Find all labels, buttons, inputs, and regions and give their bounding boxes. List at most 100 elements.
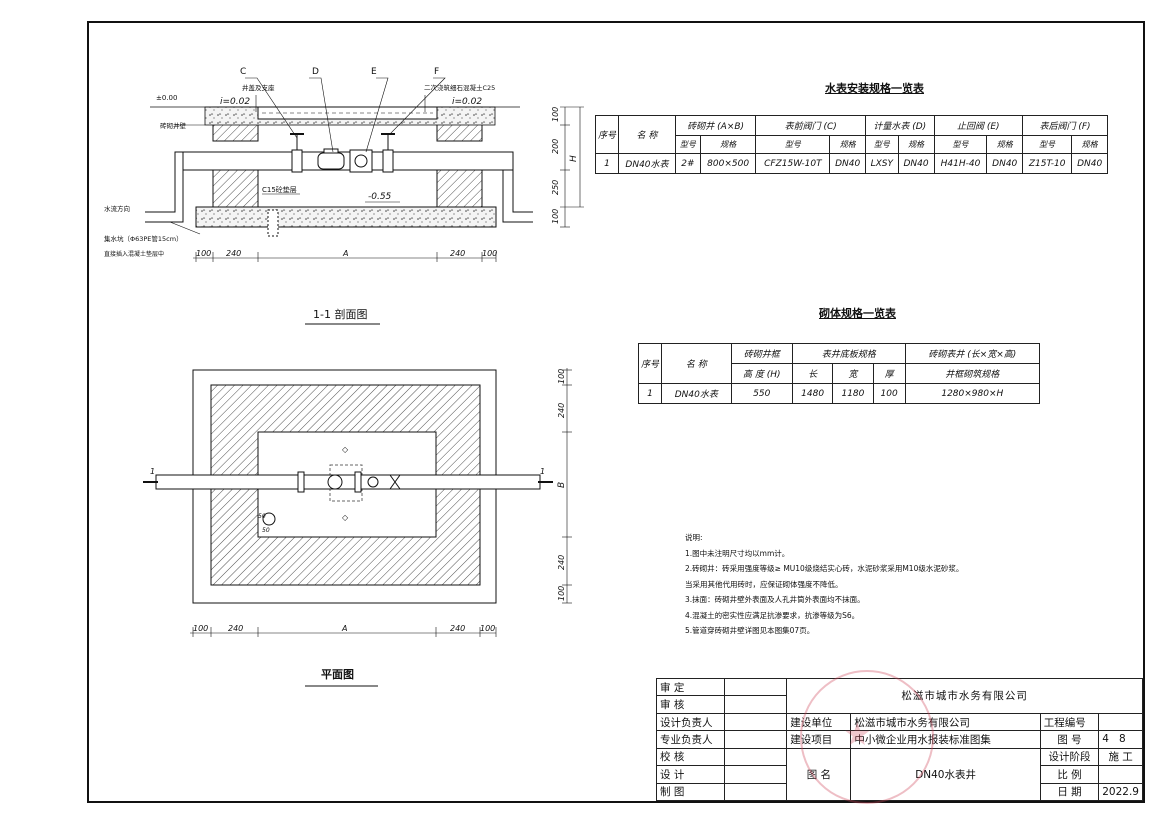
sheet-total: 8 bbox=[1118, 733, 1126, 746]
section-view: C D E F 井盖及支座 二次浇筑细石混凝土C25 ±0.00 i=0.02 … bbox=[104, 67, 584, 325]
section-title: 1-1 剖面图 bbox=[313, 307, 367, 321]
plan-title: 平面图 bbox=[321, 668, 354, 681]
t1-h-group-3: 止回阀 (E) bbox=[933, 115, 1024, 136]
wall-left-bottom bbox=[212, 169, 259, 208]
plan-dim-h-3: 240 bbox=[450, 624, 465, 633]
valve-c bbox=[290, 133, 304, 173]
plan-dim-v-2: B bbox=[557, 482, 567, 488]
elev-top: ±0.00 bbox=[156, 94, 177, 102]
wall-right-bottom bbox=[436, 169, 483, 208]
t1-cell-7: DN40 bbox=[897, 153, 935, 174]
sheet-value: 4 bbox=[1102, 733, 1109, 746]
dim-h-0: 100 bbox=[196, 249, 211, 258]
note-line-1: 1.图中未注明尺寸均以mm计。 bbox=[685, 548, 790, 558]
t1-cell-11: DN40 bbox=[1071, 153, 1108, 174]
t1-h-group-1: 表前阀门 (C) bbox=[755, 115, 867, 136]
dim-v-0: 100 bbox=[551, 107, 560, 122]
t1-sub-5: 规格 bbox=[897, 135, 935, 154]
corner-dim-0: 50 bbox=[258, 513, 266, 520]
dim-v-2: 250 bbox=[551, 180, 560, 195]
t1-h-name: 名 称 bbox=[618, 115, 676, 154]
t2-h-base-l: 长 bbox=[791, 363, 834, 384]
cushion-label: C15砼垫层 bbox=[262, 185, 297, 194]
plan-dim-h-0: 100 bbox=[193, 624, 208, 633]
sheet-border bbox=[87, 21, 1145, 803]
plan-dim-h-4: 100 bbox=[480, 624, 495, 633]
t2-h-seq: 序号 bbox=[638, 343, 662, 384]
role-draft: 制 图 bbox=[655, 782, 726, 802]
t2-h-out: 砖砌表井 (长×宽×高) bbox=[904, 343, 1041, 364]
concrete-label: 二次浇筑细石混凝土C25 bbox=[424, 83, 495, 92]
sheet-label: 图 号 bbox=[1039, 730, 1100, 749]
check-valve-e bbox=[349, 149, 373, 173]
slope-left: i=0.02 bbox=[220, 97, 250, 107]
t1-sub-1: 规格 bbox=[699, 135, 757, 154]
t1-cell-10: Z15T-10 bbox=[1022, 153, 1073, 174]
drawing-value: DN40水表井 bbox=[850, 747, 1041, 802]
t1-cell-6: LXSY bbox=[865, 153, 899, 174]
t2-h-well: 砖砌井框 bbox=[730, 343, 793, 364]
role-approve: 审 定 bbox=[655, 677, 726, 697]
t1-h-seq: 序号 bbox=[595, 115, 619, 154]
plan-pipe bbox=[155, 474, 541, 490]
dim-h-4: 100 bbox=[482, 249, 497, 258]
plan-dim-h-2: A bbox=[341, 624, 347, 633]
note-line-4: 3.抹面：砖砌井壁外表面及人孔井筒外表面均不抹面。 bbox=[685, 595, 865, 604]
date-value: 2022.9 bbox=[1098, 782, 1143, 802]
role-design-lead: 设计负责人 bbox=[655, 712, 726, 732]
t1-cell-2: 2# bbox=[674, 153, 701, 174]
t2-cell-1: DN40水表 bbox=[661, 383, 732, 404]
t2-cell-4: 1180 bbox=[832, 383, 874, 404]
t1-cell-9: DN40 bbox=[986, 153, 1024, 174]
plan-dim-h-1: 240 bbox=[228, 624, 243, 633]
drawing-label: 图 名 bbox=[786, 747, 852, 802]
dim-h-2: A bbox=[342, 249, 348, 258]
t1-sub-0: 型号 bbox=[674, 135, 701, 154]
note-line-3: 当采用其他代用砖时，应保证砌体强度不降低。 bbox=[685, 579, 843, 589]
t1-h-group-4: 表后阀门 (F) bbox=[1022, 115, 1108, 136]
elev-bottom: -0.55 bbox=[368, 192, 392, 202]
t2-cell-5: 100 bbox=[872, 383, 906, 404]
stage-value: 施 工 bbox=[1098, 747, 1143, 767]
project-label: 建设项目 bbox=[786, 730, 852, 749]
t1-sub-4: 型号 bbox=[865, 135, 899, 154]
t1-sub-6: 型号 bbox=[933, 135, 988, 154]
flow-label: 水流方向 bbox=[104, 204, 130, 213]
proj-no-label: 工程编号 bbox=[1039, 712, 1100, 732]
t1-sub-3: 规格 bbox=[829, 135, 867, 154]
role-review: 审 核 bbox=[655, 695, 726, 714]
table1-title: 水表安装规格一览表 bbox=[825, 82, 924, 95]
t2-cell-3: 1480 bbox=[791, 383, 834, 404]
role-discipline-lead: 专业负责人 bbox=[655, 730, 726, 749]
t2-h-name: 名 称 bbox=[661, 343, 732, 384]
t2-h-well-sub: 高 度 (H) bbox=[730, 363, 793, 384]
sump-pipe bbox=[267, 209, 279, 237]
t1-sub-9: 规格 bbox=[1071, 135, 1108, 154]
t1-sub-2: 型号 bbox=[755, 135, 831, 154]
masonry-spec-table: 序号 名 称 砖砌井框 表井底板规格 砖砌表井 (长×宽×高) 高 度 (H) … bbox=[638, 343, 1041, 404]
note-line-5: 4.混凝土的密实性应满足抗渗要求，抗渗等级为S6。 bbox=[685, 610, 860, 620]
section-mark-left: 1 bbox=[150, 467, 155, 476]
plan-dim-v-1: 240 bbox=[557, 403, 566, 418]
dim-h-3: 240 bbox=[450, 249, 465, 258]
label-f: F bbox=[434, 67, 439, 77]
svg-text:◇: ◇ bbox=[342, 445, 349, 454]
company-name: 松滋市城市水务有限公司 bbox=[786, 678, 1143, 714]
section-mark-right: 1 bbox=[540, 467, 545, 476]
dim-h-1: 240 bbox=[226, 249, 241, 258]
t1-cell-4: CFZ15W-10T bbox=[755, 153, 831, 174]
label-c: C bbox=[240, 67, 246, 77]
table2-title: 砌体规格一览表 bbox=[819, 307, 896, 320]
t2-h-base-t: 厚 bbox=[872, 363, 906, 384]
date-label: 日 期 bbox=[1039, 782, 1100, 802]
plan-dim-v-4: 100 bbox=[557, 586, 566, 601]
t2-cell-0: 1 bbox=[638, 383, 662, 404]
role-check: 校 核 bbox=[655, 747, 726, 767]
notes-heading: 说明: bbox=[685, 533, 703, 542]
plan-dim-v-0: 100 bbox=[557, 369, 566, 384]
sump-label-2: 直接插入混凝土垫层中 bbox=[104, 250, 164, 258]
cover-label: 井盖及支座 bbox=[242, 83, 275, 92]
plan-view: ◇ ◇ 50 50 1 1 100 240 A 240 100 bbox=[143, 368, 572, 687]
t1-cell-1: DN40水表 bbox=[618, 153, 676, 174]
